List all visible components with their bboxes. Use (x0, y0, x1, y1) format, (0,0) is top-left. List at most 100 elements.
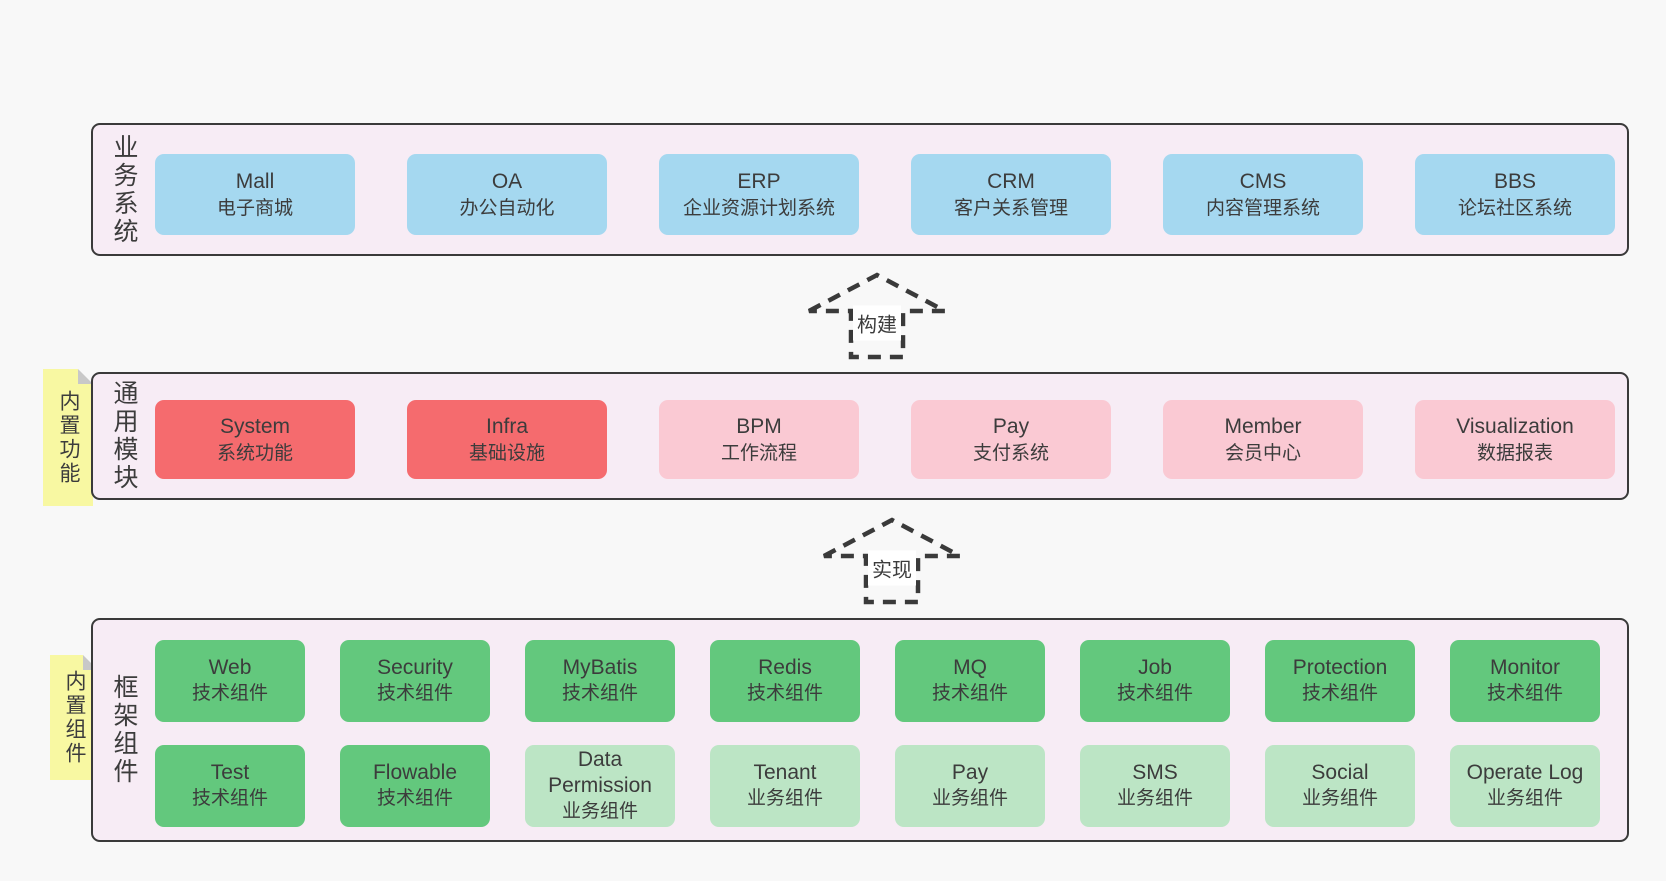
box-subtitle: 技术组件 (376, 788, 453, 809)
box-subtitle: 客户关系管理 (953, 197, 1068, 219)
box-member: Member 会员中心 (1163, 400, 1363, 479)
box-social: Social 业务组件 (1265, 745, 1415, 827)
box-subtitle: 工作流程 (720, 442, 797, 464)
box-infra: Infra 基础设施 (407, 400, 607, 479)
box-title: Security (377, 656, 453, 679)
box-title: MyBatis (562, 656, 638, 679)
box-mybatis: MyBatis 技术组件 (525, 640, 675, 722)
box-title: System (219, 414, 290, 438)
band-framework-components: 框架组件 Web 技术组件 Security 技术组件 MyBatis 技术组件… (91, 618, 1629, 842)
arrow-build: 构建 (807, 271, 947, 361)
box-data-permission: Data Permission 业务组件 (525, 745, 675, 827)
box-title: Test (210, 761, 250, 784)
box-subtitle: 论坛社区系统 (1457, 197, 1572, 219)
box-title: Web (208, 656, 252, 679)
box-crm: CRM 客户关系管理 (911, 154, 1111, 235)
sticky-label: 内置组件 (63, 669, 86, 766)
arrow-implement-label: 实现 (868, 550, 916, 586)
box-subtitle: 企业资源计划系统 (682, 197, 835, 219)
box-title: ERP (737, 169, 781, 193)
box-subtitle: 基础设施 (468, 442, 545, 464)
box-subtitle: 技术组件 (1486, 683, 1563, 704)
box-subtitle: 技术组件 (191, 683, 268, 704)
box-title: Flowable (372, 761, 458, 784)
box-oa: OA 办公自动化 (407, 154, 607, 235)
box-subtitle: 系统功能 (216, 442, 293, 464)
box-sms: SMS 业务组件 (1080, 745, 1230, 827)
box-pay: Pay 支付系统 (911, 400, 1111, 479)
box-title: Pay (951, 761, 989, 784)
box-subtitle: 办公自动化 (459, 197, 555, 219)
box-bbs: BBS 论坛社区系统 (1415, 154, 1615, 235)
box-title: Infra (485, 414, 529, 438)
box-title: Pay (992, 414, 1030, 438)
band-label-modules: 通用模块 (110, 380, 138, 492)
box-erp: ERP 企业资源计划系统 (659, 154, 859, 235)
box-title: BBS (1493, 169, 1537, 193)
box-title: Operate Log (1466, 761, 1584, 784)
box-subtitle: 业务组件 (1116, 788, 1193, 809)
box-title: Redis (758, 656, 812, 679)
box-subtitle: 技术组件 (746, 683, 823, 704)
box-subtitle: 业务组件 (561, 801, 638, 822)
box-operate-log: Operate Log 业务组件 (1450, 745, 1600, 827)
box-title: Protection (1292, 656, 1388, 679)
box-title: Data Permission (548, 748, 652, 797)
sticky-built-in-components: 内置组件 (50, 655, 98, 780)
box-title: CRM (987, 169, 1035, 193)
box-subtitle: 技术组件 (931, 683, 1008, 704)
box-mall: Mall 电子商城 (155, 154, 355, 235)
box-subtitle: 技术组件 (376, 683, 453, 704)
box-subtitle: 数据报表 (1476, 442, 1553, 464)
band-label-framework: 框架组件 (110, 674, 138, 786)
box-redis: Redis 技术组件 (710, 640, 860, 722)
band-common-modules: 通用模块 System 系统功能 Infra 基础设施 BPM 工作流程 Pay… (91, 372, 1629, 500)
box-title: Job (1138, 656, 1172, 679)
box-pay-component: Pay 业务组件 (895, 745, 1045, 827)
box-title: Mall (235, 169, 275, 193)
sticky-built-in-features: 内置功能 (43, 369, 93, 506)
box-job: Job 技术组件 (1080, 640, 1230, 722)
box-subtitle: 技术组件 (1301, 683, 1378, 704)
box-flowable: Flowable 技术组件 (340, 745, 490, 827)
box-subtitle: 业务组件 (1486, 788, 1563, 809)
box-protection: Protection 技术组件 (1265, 640, 1415, 722)
box-subtitle: 技术组件 (561, 683, 638, 704)
box-subtitle: 内容管理系统 (1205, 197, 1320, 219)
sticky-fold-icon (78, 369, 93, 384)
up-arrow-icon (807, 272, 947, 360)
box-mq: MQ 技术组件 (895, 640, 1045, 722)
box-subtitle: 技术组件 (1116, 683, 1193, 704)
box-title: MQ (953, 656, 987, 679)
box-web: Web 技术组件 (155, 640, 305, 722)
box-title: Tenant (753, 761, 817, 784)
box-title: CMS (1239, 169, 1287, 193)
box-subtitle: 技术组件 (191, 788, 268, 809)
box-subtitle: 业务组件 (1301, 788, 1378, 809)
box-title: Visualization (1456, 414, 1574, 438)
box-title: Social (1311, 761, 1369, 784)
box-system: System 系统功能 (155, 400, 355, 479)
box-subtitle: 业务组件 (746, 788, 823, 809)
box-bpm: BPM 工作流程 (659, 400, 859, 479)
box-cms: CMS 内容管理系统 (1163, 154, 1363, 235)
box-subtitle: 业务组件 (931, 788, 1008, 809)
band-business-systems: 业务系统 Mall 电子商城 OA 办公自动化 ERP 企业资源计划系统 CRM… (91, 123, 1629, 256)
box-subtitle: 会员中心 (1224, 442, 1301, 464)
arrow-implement: 实现 (822, 516, 962, 606)
box-title: Member (1224, 414, 1302, 438)
box-title: OA (491, 169, 523, 193)
box-subtitle: 支付系统 (972, 442, 1049, 464)
box-visualization: Visualization 数据报表 (1415, 400, 1615, 479)
box-title: BPM (736, 414, 782, 438)
up-arrow-icon (822, 517, 962, 605)
band-label-business: 业务系统 (110, 133, 138, 246)
box-title: SMS (1132, 761, 1178, 784)
box-subtitle: 电子商城 (216, 197, 293, 219)
box-security: Security 技术组件 (340, 640, 490, 722)
sticky-label: 内置功能 (57, 389, 80, 486)
box-monitor: Monitor 技术组件 (1450, 640, 1600, 722)
arrow-build-label: 构建 (853, 305, 901, 341)
box-tenant: Tenant 业务组件 (710, 745, 860, 827)
